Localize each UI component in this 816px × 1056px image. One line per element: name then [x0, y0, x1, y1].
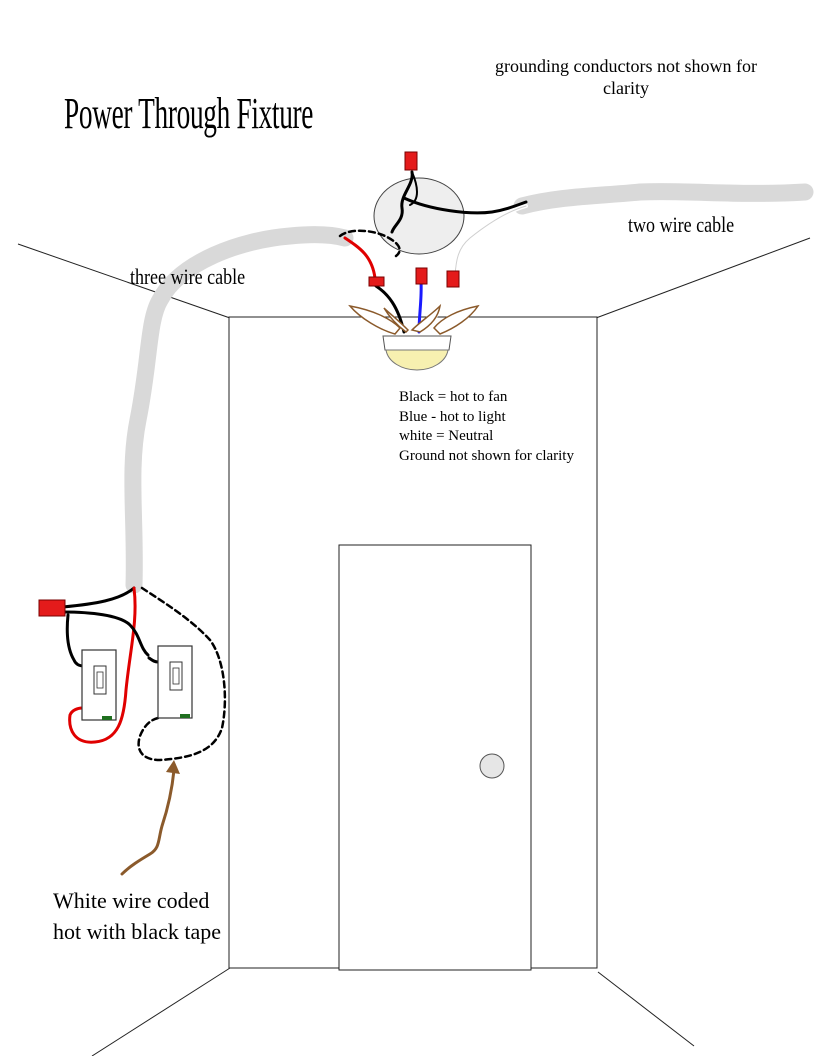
ceiling-fan	[348, 303, 480, 371]
fan-blade	[432, 304, 480, 335]
legend-white: white = Neutral	[399, 428, 494, 444]
ceiling-box	[373, 177, 465, 255]
pointer-arrow	[120, 760, 180, 876]
door-knob[interactable]	[479, 753, 505, 779]
fan-blade	[383, 307, 410, 333]
switch-wires	[61, 586, 227, 762]
three-wire-cable-label: three wire cable	[130, 264, 246, 289]
legend-black: Black = hot to fan	[399, 389, 508, 405]
page-title: Power Through Fixture	[64, 89, 314, 138]
three-wire-cable	[124, 226, 354, 594]
legend-blue: Blue - hot to light	[399, 408, 506, 425]
fan-blade	[410, 303, 442, 333]
wire-nut	[368, 276, 385, 287]
wire-nut	[415, 267, 428, 285]
fan-switch[interactable]	[157, 645, 193, 719]
legend-ground: Ground not shown for clarity	[399, 447, 574, 464]
annotation-line-2: hot with black tape	[53, 919, 222, 944]
grounding-note: grounding conductors not shown for clari…	[495, 56, 757, 98]
light-switch[interactable]	[81, 649, 117, 721]
white-wire-annotation: White wire coded hot with black tape	[53, 885, 221, 947]
fan-motor	[382, 335, 452, 351]
light-globe	[385, 349, 449, 371]
wire-nut	[446, 270, 460, 288]
ceiling-wires	[338, 170, 528, 334]
wire-color-legend: Black = hot to fan Blue - hot to light w…	[399, 388, 574, 466]
wire-nut	[38, 599, 66, 617]
annotation-line-1: White wire coded	[53, 888, 210, 913]
door[interactable]	[338, 544, 532, 971]
two-wire-cable-label: two wire cable	[628, 212, 735, 237]
fan-blade	[348, 304, 402, 335]
two-wire-cable	[513, 183, 814, 215]
wire-nut	[404, 151, 418, 171]
room-lines	[17, 237, 811, 1056]
